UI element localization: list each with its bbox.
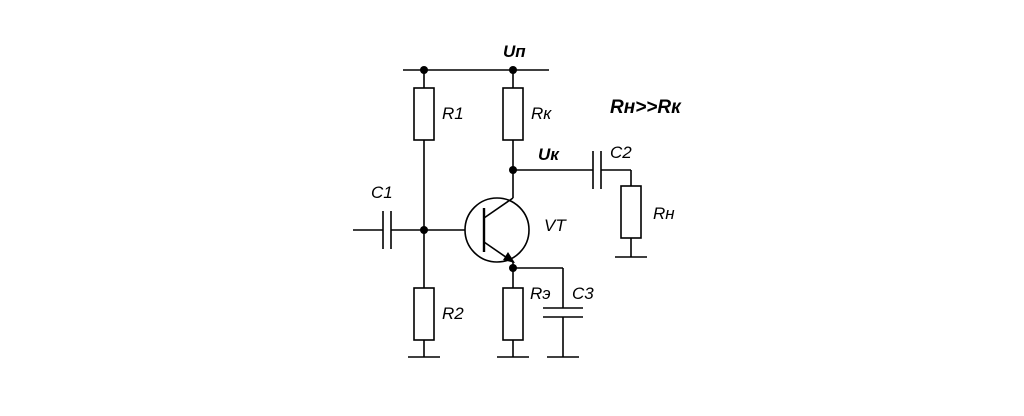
resistor-rk: [502, 87, 524, 141]
label-re: Rэ: [530, 284, 551, 303]
label-c1: C1: [371, 183, 393, 202]
junction-supply-right: [509, 66, 517, 74]
label-r2: R2: [442, 304, 464, 323]
label-condition: Rн>>Rк: [610, 97, 682, 118]
resistor-re: [502, 287, 524, 341]
resistor-r1: [413, 87, 435, 141]
label-c3: C3: [572, 284, 594, 303]
label-supply: Uп: [503, 42, 526, 61]
resistor-r2: [413, 287, 435, 341]
label-transistor: VT: [544, 216, 567, 235]
resistor-rn: [620, 185, 642, 239]
transistor-vt-emitter-arrow: [503, 252, 515, 263]
label-r1: R1: [442, 104, 464, 123]
label-collector-voltage: Uк: [538, 145, 560, 164]
transistor-vt-body: [464, 197, 530, 263]
junction-supply-left: [420, 66, 428, 74]
label-rk: Rк: [531, 104, 552, 123]
transistor-vt-collector-lead: [483, 197, 514, 219]
label-c2: C2: [610, 143, 632, 162]
junction-emitter: [509, 264, 517, 272]
junction-collector: [509, 166, 517, 174]
label-rn: Rн: [653, 204, 675, 223]
junction-base: [420, 226, 428, 234]
